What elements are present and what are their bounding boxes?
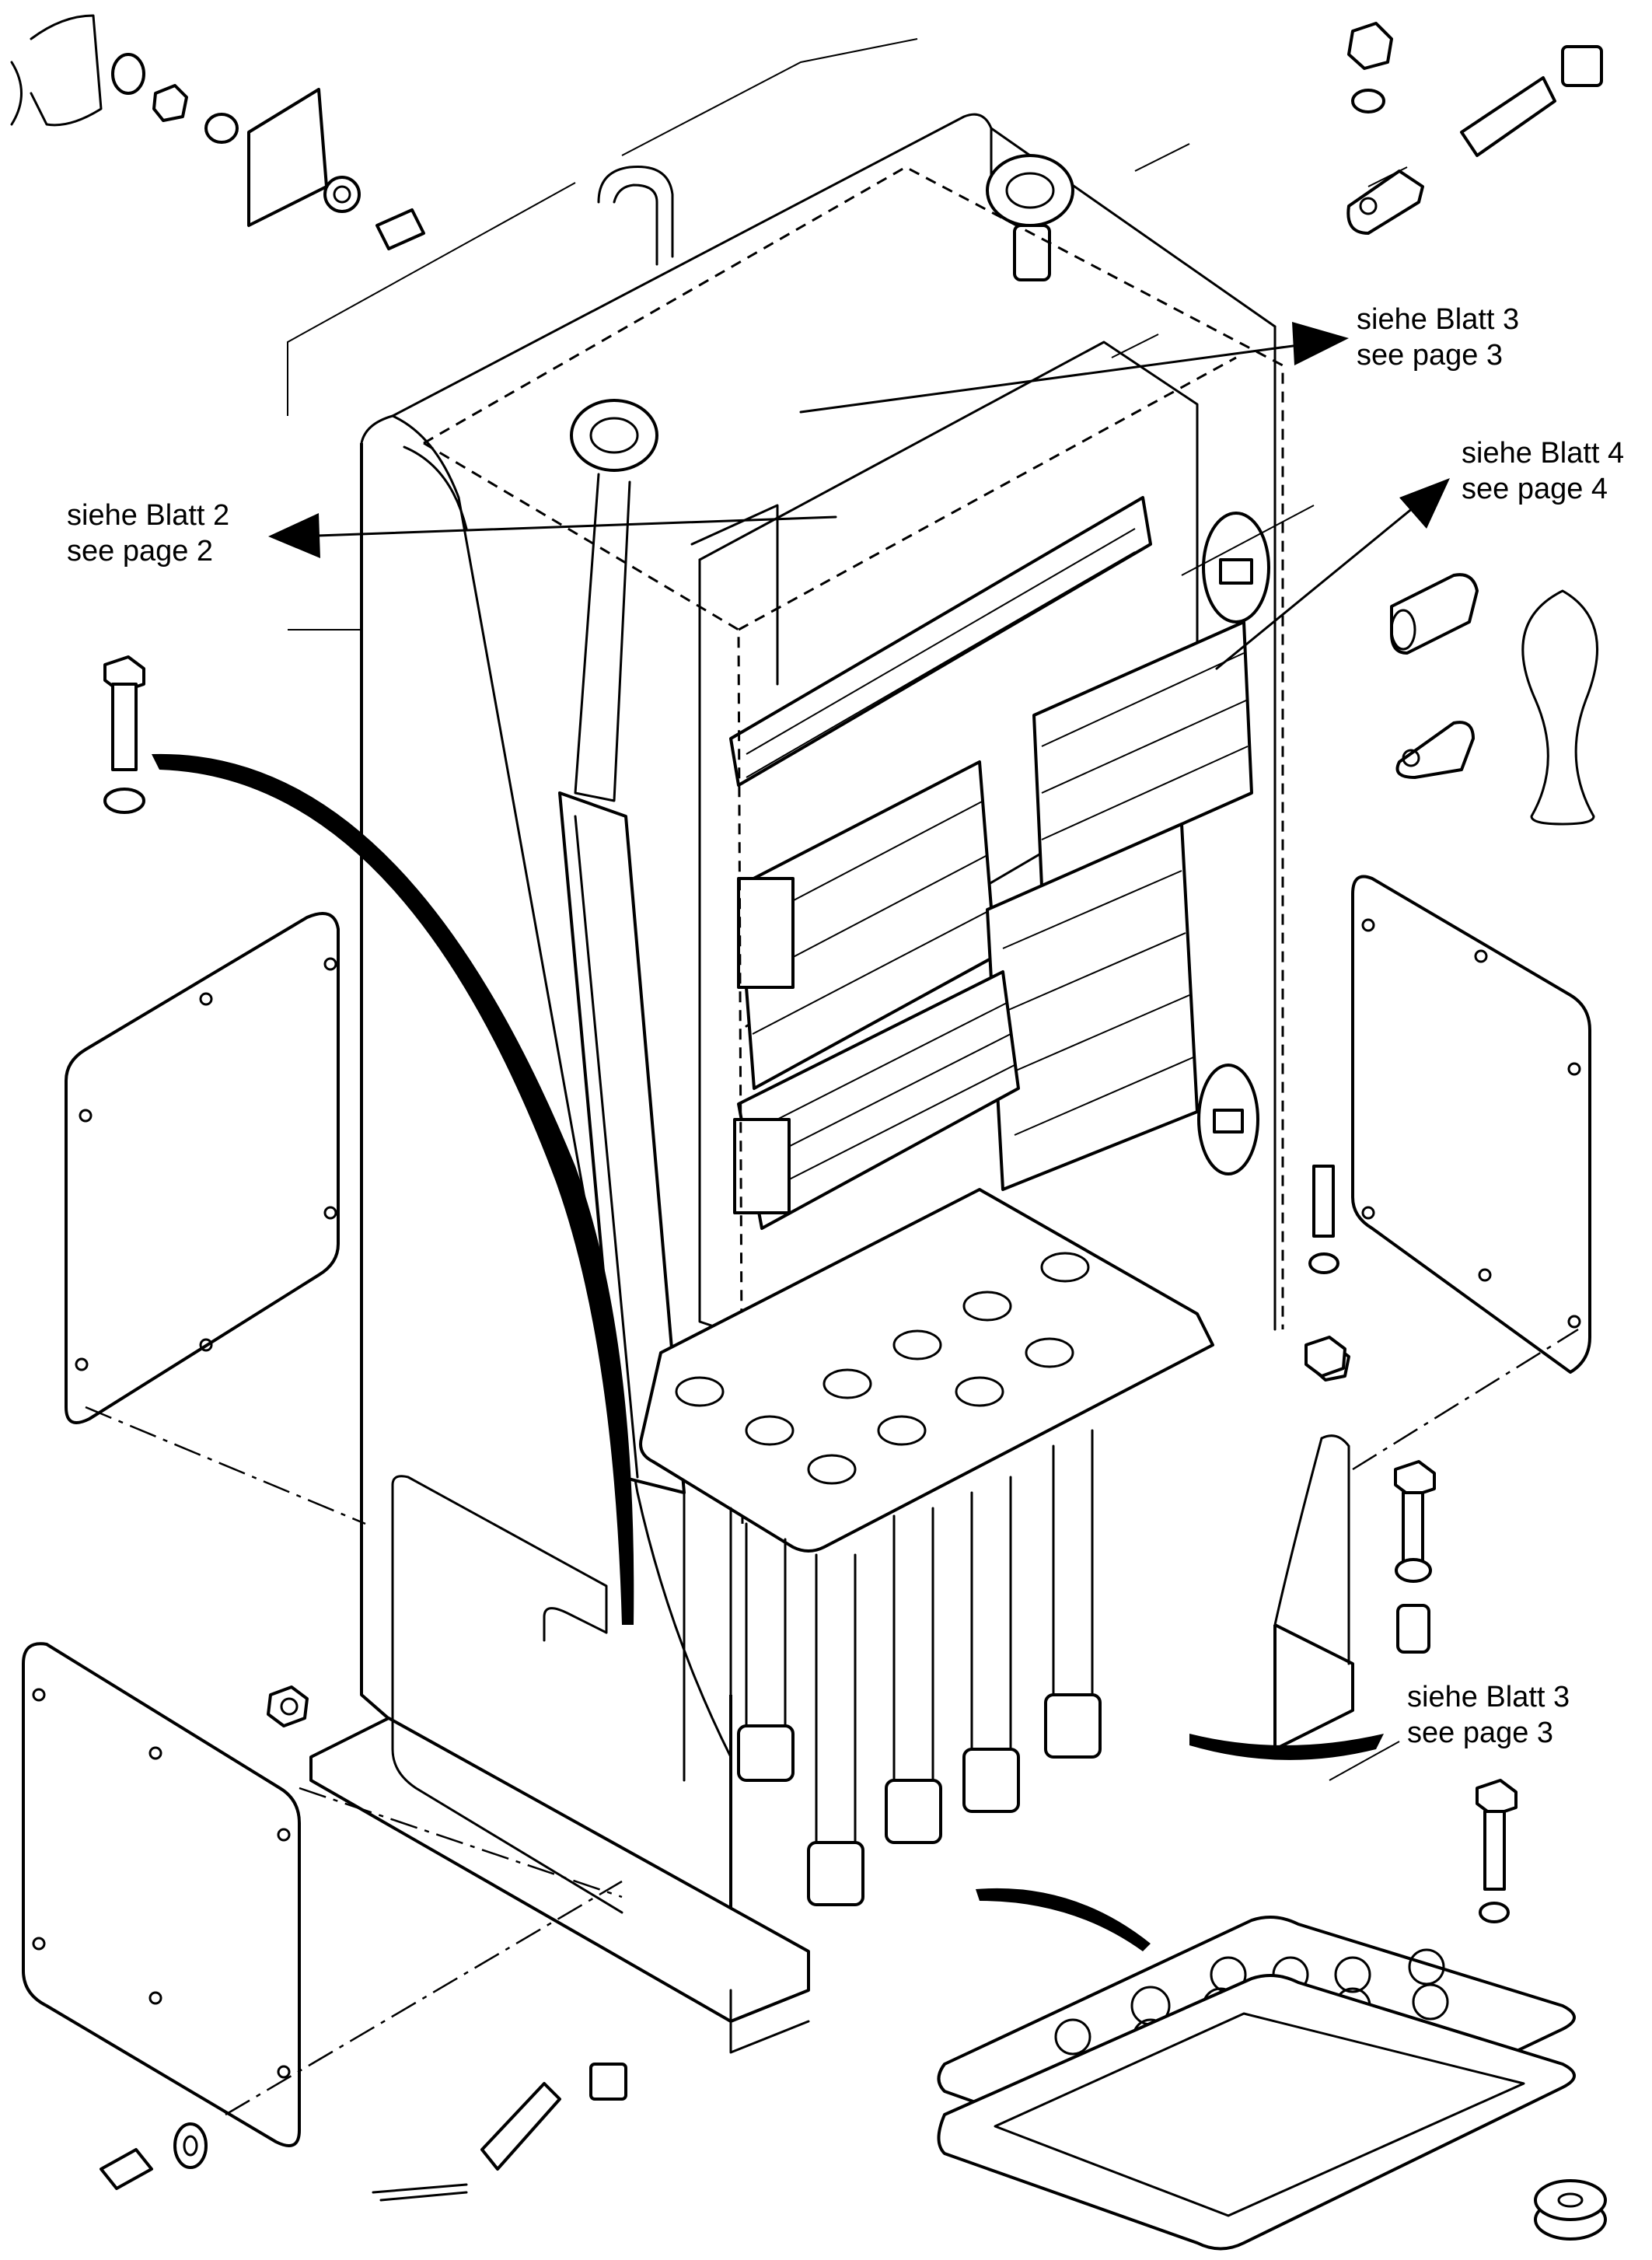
center-line-1 (85, 1406, 366, 1525)
mounting-plate (690, 341, 1199, 1339)
callout-sheet4-de: siehe Blatt 4 (1462, 437, 1625, 470)
nut-right (1304, 1336, 1346, 1378)
bolt-bottom-right (1476, 1779, 1518, 1923)
terminal-block-row-2 (737, 760, 997, 1090)
cable-gland-bottom-right (1534, 2179, 1607, 2241)
nut-left (267, 1685, 309, 1727)
gland-plate (639, 1188, 1214, 1553)
assembly-arrow-bottom (976, 1888, 1151, 1951)
relay-block (986, 823, 1199, 1191)
leader-lines (287, 38, 1408, 1781)
gasket (937, 1974, 1576, 2251)
callout-sheet3-bottom-de: siehe Blatt 3 (1407, 1681, 1570, 1713)
callout-arrow-sheet2 (268, 513, 837, 558)
rotary-switch-upper (1202, 512, 1270, 624)
callout-arrow-sheet3-top (799, 322, 1349, 414)
top-right-hardware (1346, 22, 1603, 235)
callout-arrow-sheet4 (1215, 478, 1450, 670)
cable-conduits (683, 1429, 1102, 1906)
center-line-3 (225, 1880, 623, 2116)
screw-bottom-left (100, 2122, 208, 2190)
cabinet-housing (309, 113, 1354, 2054)
side-cover-upper-left (65, 912, 340, 1424)
terminal-block-row-1 (1032, 620, 1253, 888)
callout-sheet3-bottom: siehe Blatt 3 see page 3 (1407, 1679, 1570, 1751)
callout-sheet4-en: see page 4 (1462, 473, 1608, 505)
rotary-switch-lower (1197, 1064, 1259, 1175)
inner-outline-front (423, 442, 744, 1525)
callout-sheet2: siehe Blatt 2 see page 2 (67, 498, 229, 569)
callout-sheet3-top-de: siehe Blatt 3 (1357, 303, 1520, 336)
connector-bottom (372, 2063, 627, 2202)
loose-parts-right (1390, 573, 1599, 826)
bolt-upper-left (103, 655, 145, 814)
callout-sheet4: siehe Blatt 4 see page 4 (1462, 435, 1624, 507)
side-cover-right (1351, 875, 1591, 1374)
wall-bracket-assembly (10, 14, 425, 250)
center-line-4 (1352, 1328, 1579, 1471)
callout-arrow-sheet3-bottom (1189, 1734, 1384, 1760)
callout-sheet2-en: see page 2 (67, 535, 214, 568)
inner-outline (423, 166, 1284, 1329)
callout-sheet3-bottom-en: see page 3 (1407, 1717, 1554, 1749)
inner-outline-top (738, 356, 1237, 631)
callout-sheet2-de: siehe Blatt 2 (67, 499, 230, 532)
center-line-2 (299, 1787, 623, 1898)
bolt-right-lower (1394, 1460, 1436, 1654)
callout-sheet3-top: siehe Blatt 3 see page 3 (1357, 302, 1519, 373)
terminal-block-row-3 (733, 970, 1020, 1230)
side-cover-lower-left (22, 1642, 301, 2147)
callout-sheet3-top-en: see page 3 (1357, 339, 1504, 372)
